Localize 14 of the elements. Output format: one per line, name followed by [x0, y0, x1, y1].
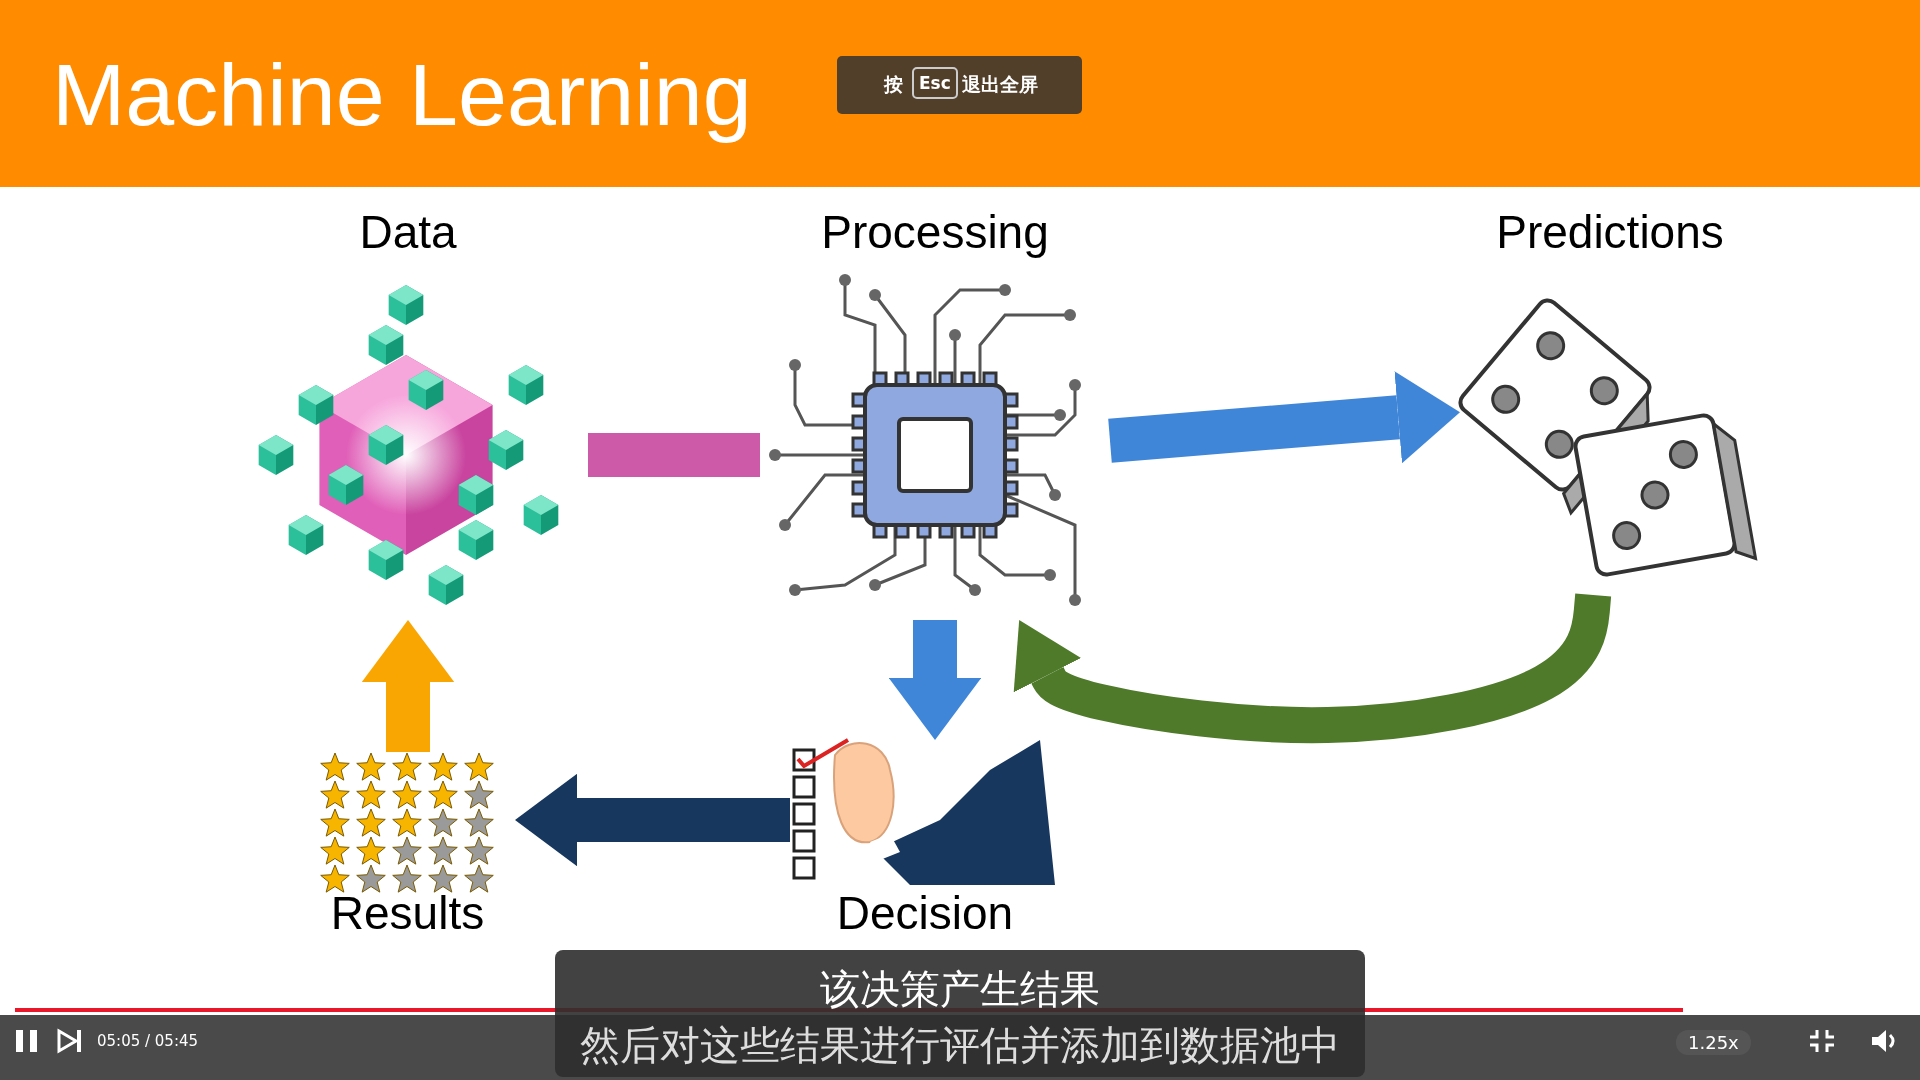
- heading: Data: [359, 205, 457, 259]
- subtitle-text: 然后对这些结果进行评估并添加到数据池中: [579, 1021, 1341, 1070]
- heading: Predictions: [1496, 205, 1724, 259]
- connector-band: [588, 433, 760, 477]
- esc-key: Esc: [912, 67, 958, 99]
- heading: Results: [330, 886, 485, 940]
- playback-speed: 1.25x: [1676, 1030, 1751, 1055]
- playback-time: 05:05 / 05:45: [97, 1032, 199, 1050]
- subtitle-text: 该决策产生结果: [819, 965, 1101, 1014]
- hint-text: 按: [884, 72, 903, 97]
- slide-title: Machine Learning: [52, 44, 752, 146]
- heading: Processing: [821, 205, 1049, 259]
- hint-text: 退出全屏: [962, 72, 1038, 97]
- heading: Decision: [836, 886, 1014, 940]
